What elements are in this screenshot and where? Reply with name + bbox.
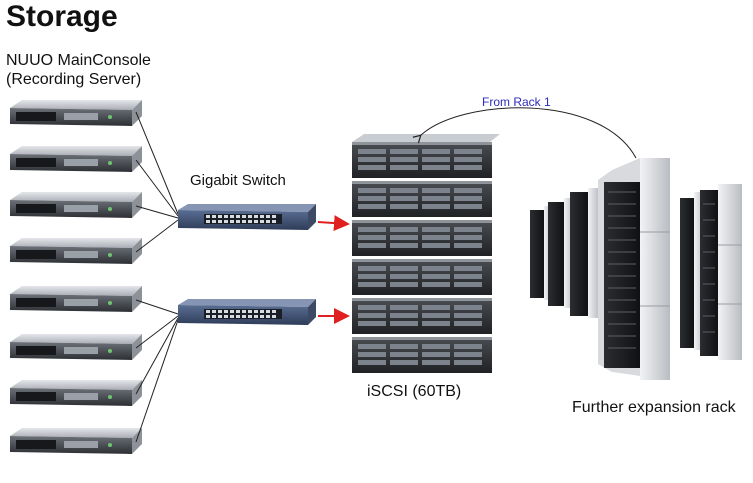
iscsi-unit-3: [352, 220, 492, 256]
iscsi-unit-2: [352, 181, 492, 217]
expansion-rack-label: Further expansion rack: [572, 399, 736, 416]
server-switch-lines: [135, 111, 179, 443]
page-title: Storage: [6, 0, 118, 33]
recording-server-label-line1: NUUO MainConsole: [6, 52, 151, 69]
cabinet-back-2: [548, 198, 573, 308]
server-1: [10, 100, 142, 126]
cabinet-right-2: [700, 184, 742, 360]
server-5: [10, 286, 142, 312]
iscsi-unit-5: [352, 298, 492, 334]
cabinet-right-1: [680, 192, 704, 350]
gigabit-switch-1: [178, 204, 316, 230]
iscsi-storage: [352, 134, 500, 373]
recording-servers: [10, 100, 142, 454]
server-4: [10, 238, 142, 264]
gigabit-switch-2: [178, 299, 316, 325]
server-7: [10, 380, 142, 406]
from-rack-label: From Rack 1: [482, 95, 551, 109]
cabinet-front-main: [598, 158, 670, 380]
iscsi-label: iSCSI (60TB): [367, 383, 462, 400]
server-3: [10, 192, 142, 218]
server-2: [10, 146, 142, 172]
expansion-rack: [530, 158, 742, 380]
gigabit-switch-label: Gigabit Switch: [190, 172, 286, 189]
iscsi-unit-6: [352, 337, 492, 373]
from-rack-arrow: [412, 107, 637, 159]
switch-to-iscsi-arrow-1: [317, 215, 350, 232]
recording-server-label-line2: (Recording Server): [6, 71, 142, 88]
server-8: [10, 428, 142, 454]
server-6: [10, 334, 142, 360]
iscsi-unit-4: [352, 259, 492, 295]
cabinet-back-3: [570, 188, 599, 318]
iscsi-unit-1: [352, 142, 492, 178]
